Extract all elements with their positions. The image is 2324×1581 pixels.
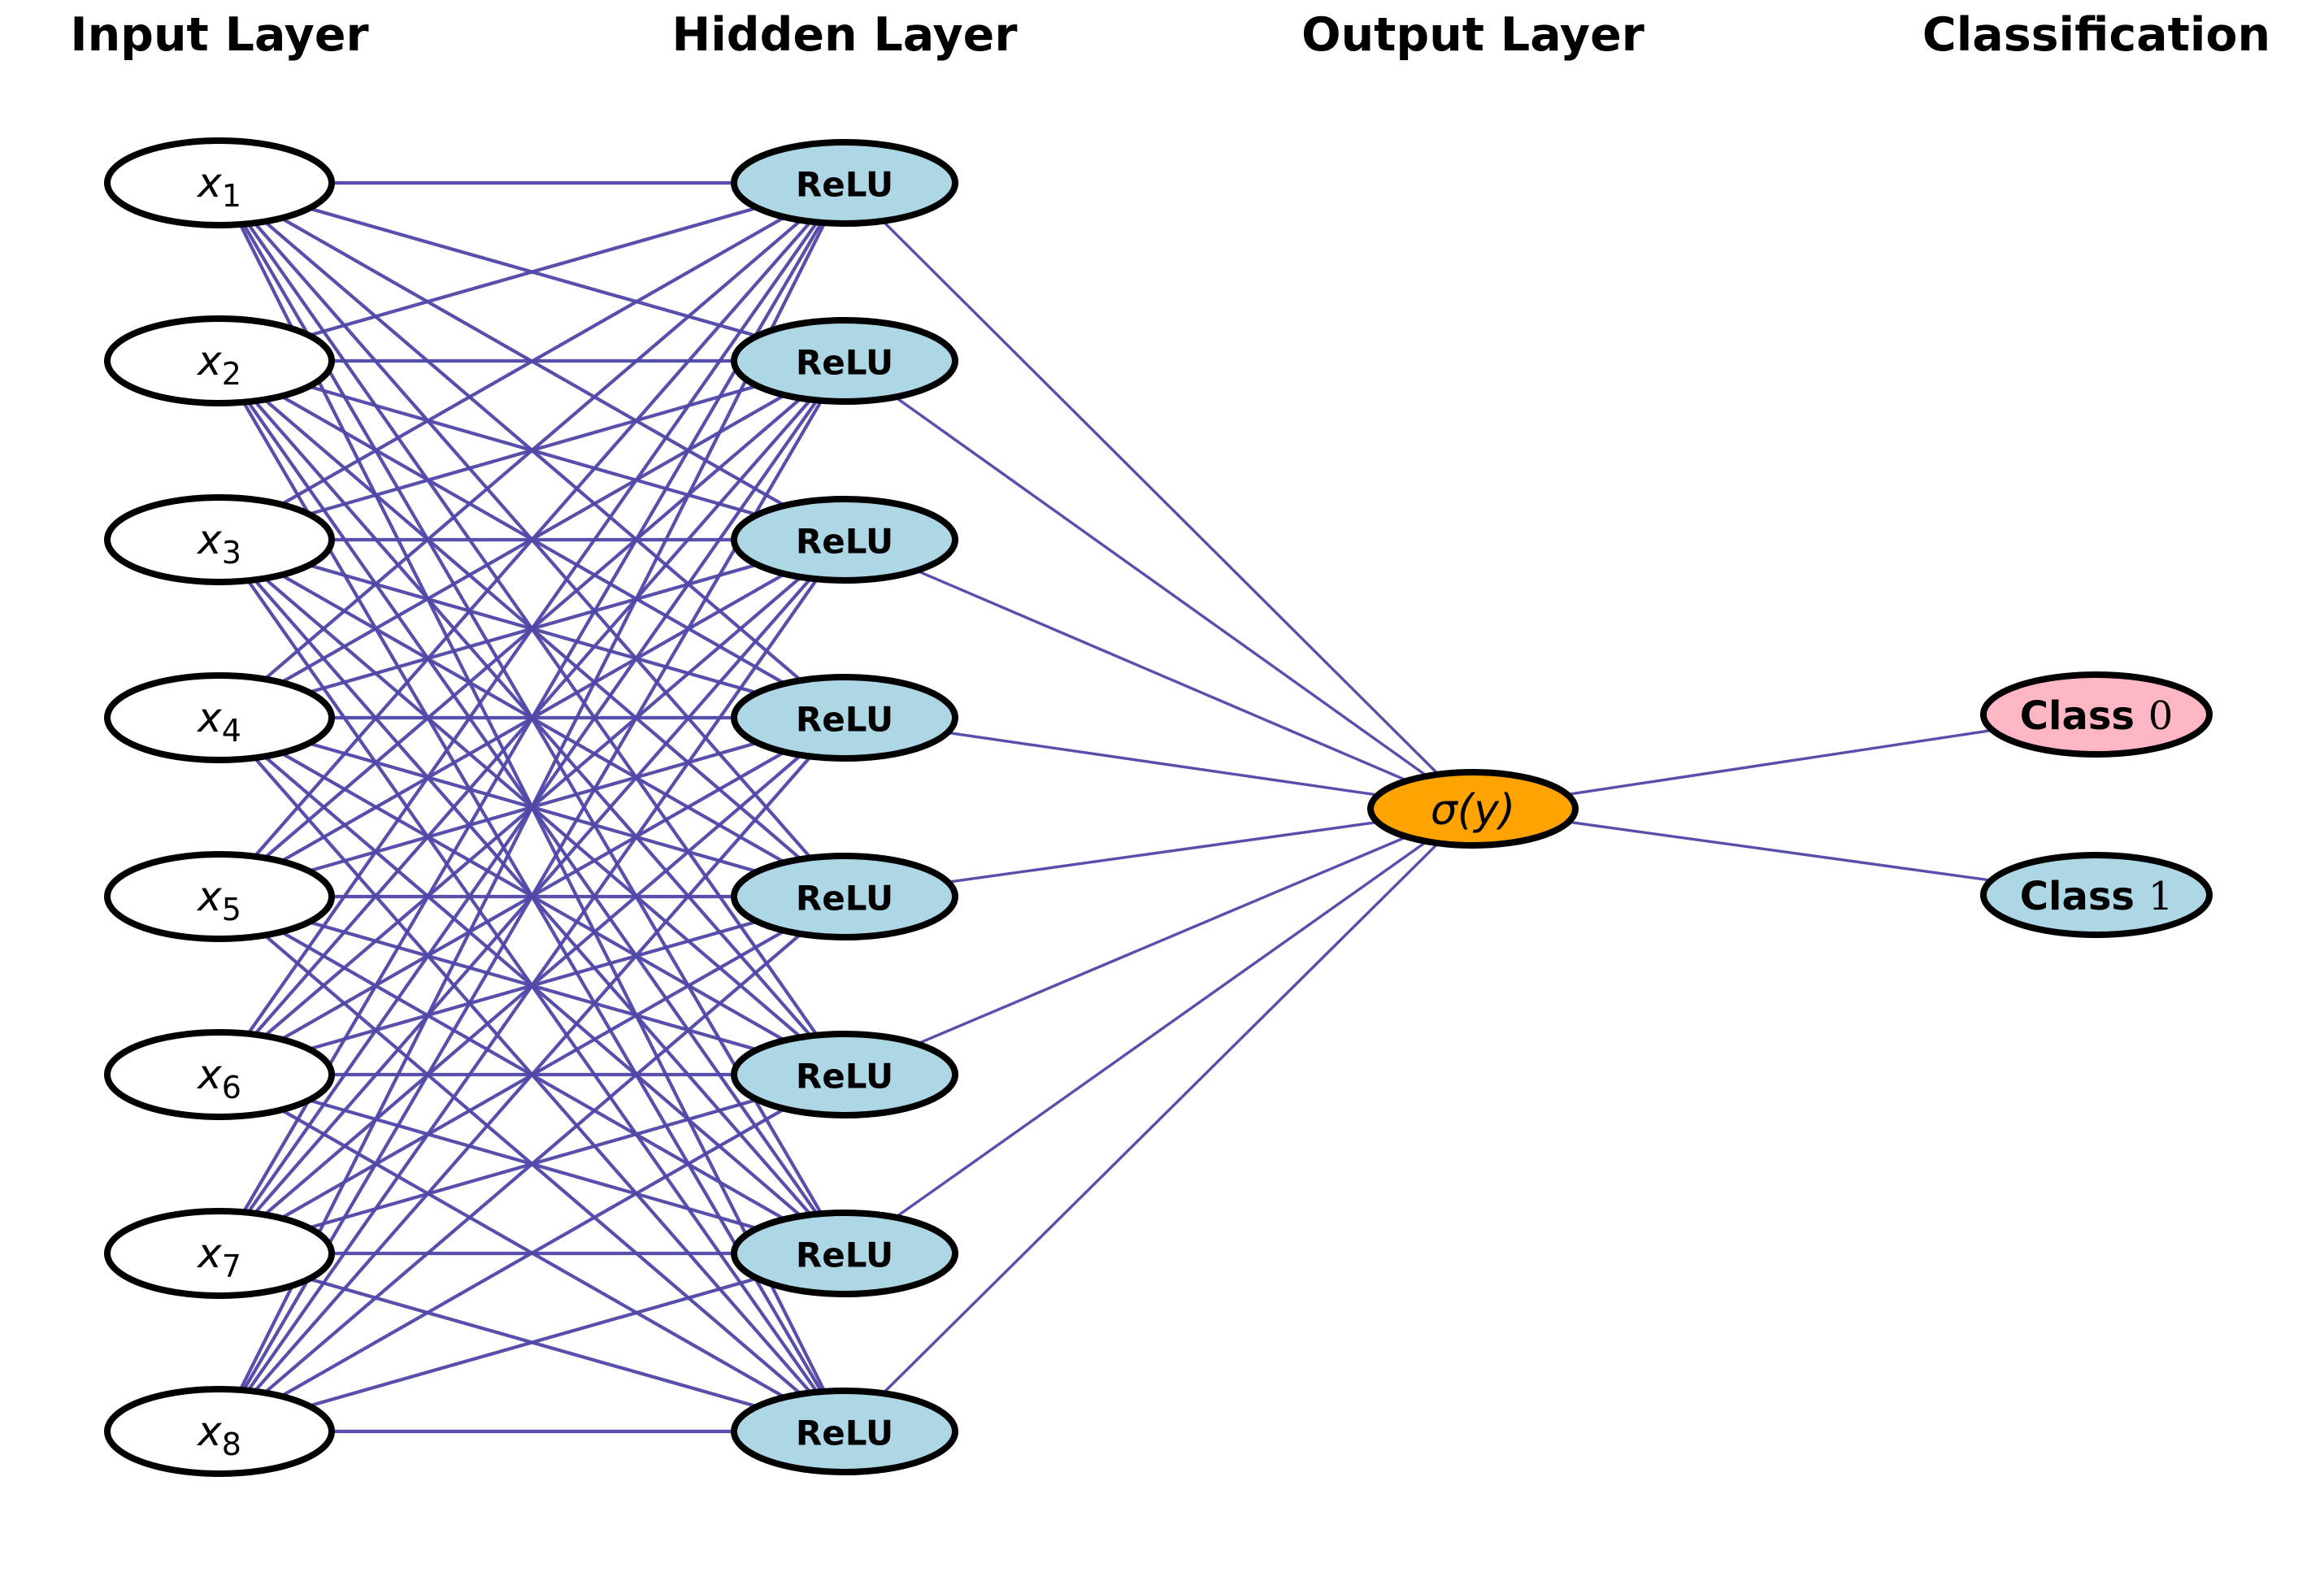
input-node-label-x5: x5 xyxy=(196,873,241,927)
hidden-layer-nodes: ReLU ReLU ReLU ReLU ReLU ReLU ReLU ReLU xyxy=(731,139,958,1475)
hidden-node-label-h4: ReLU xyxy=(796,700,893,740)
connection-edge xyxy=(881,219,1440,775)
layer-title-output-layer: Output Layer xyxy=(1301,8,1644,62)
input-node-label-x3: x3 xyxy=(196,516,241,571)
classification-node-label-c1: Class 1 xyxy=(2020,874,2173,919)
edges-input-to-hidden xyxy=(238,180,827,1434)
input-node-x8[interactable] xyxy=(104,1386,335,1477)
layer-title-hidden-layer: Hidden Layer xyxy=(672,8,1018,62)
connection-edge xyxy=(1568,820,1992,882)
input-node-x4[interactable] xyxy=(104,672,335,763)
connection-edge xyxy=(916,835,1408,1045)
connection-edge xyxy=(241,221,823,1214)
input-node-label-x2: x2 xyxy=(196,337,241,392)
connection-edge xyxy=(894,396,1428,778)
connection-edge xyxy=(308,1276,758,1408)
hidden-node-h6[interactable] xyxy=(731,1031,958,1118)
classification-node-label-c0: Class 0 xyxy=(2020,693,2173,739)
input-node-label-x1: x1 xyxy=(196,159,241,214)
hidden-node-h1[interactable] xyxy=(731,139,958,227)
hidden-node-label-h2: ReLU xyxy=(796,343,893,383)
connection-edge xyxy=(263,219,802,681)
input-node-x1[interactable] xyxy=(104,137,335,228)
input-node-x3[interactable] xyxy=(104,494,335,585)
connection-edge xyxy=(241,399,823,1392)
hidden-node-label-h8: ReLU xyxy=(796,1414,893,1453)
output-layer-nodes: σ(y) xyxy=(1367,769,1579,849)
input-node-label-x6: x6 xyxy=(196,1051,241,1105)
input-node-x5[interactable] xyxy=(104,851,335,942)
input-layer-nodes: x1 x2 x3 x4 x5 x6 x7 x8 xyxy=(104,137,335,1477)
connection-edge xyxy=(947,731,1379,797)
connection-edge xyxy=(947,820,1378,884)
input-node-x7[interactable] xyxy=(104,1208,335,1299)
edges-hidden-to-output xyxy=(881,219,1440,1395)
hidden-node-label-h7: ReLU xyxy=(796,1236,893,1275)
hidden-node-h4[interactable] xyxy=(731,674,958,762)
layer-title-input-layer: Input Layer xyxy=(70,8,368,62)
classification-layer-nodes: Class 0 Class 1 xyxy=(1980,671,2213,938)
hidden-node-h8[interactable] xyxy=(731,1388,958,1475)
connection-edge xyxy=(894,840,1428,1219)
connection-edge xyxy=(246,578,819,1392)
connection-edge xyxy=(280,1107,786,1398)
connection-edge xyxy=(280,215,786,506)
connection-edge xyxy=(253,755,812,1393)
input-node-label-x4: x4 xyxy=(196,694,241,749)
output-node-label-o1: σ(y) xyxy=(1431,786,1515,835)
connection-edge xyxy=(246,221,819,1035)
hidden-node-h3[interactable] xyxy=(731,496,958,584)
classification-node-c1[interactable] xyxy=(1980,852,2213,938)
hidden-node-h7[interactable] xyxy=(731,1210,958,1297)
input-node-x6[interactable] xyxy=(104,1029,335,1120)
connection-edge xyxy=(253,220,812,858)
input-node-label-x8: x8 xyxy=(196,1408,241,1462)
connection-edge xyxy=(238,222,827,1391)
connection-edge xyxy=(882,842,1440,1395)
classification-node-c0[interactable] xyxy=(1980,671,2213,758)
input-node-x2[interactable] xyxy=(104,315,335,406)
hidden-node-h2[interactable] xyxy=(731,317,958,405)
hidden-node-label-h3: ReLU xyxy=(796,522,893,562)
connection-edge xyxy=(263,932,802,1395)
connection-edge xyxy=(1566,728,1993,797)
hidden-node-label-h5: ReLU xyxy=(796,879,893,919)
layer-title-classification: Classification xyxy=(1922,8,2270,62)
edges-output-to-classification xyxy=(1566,728,1993,882)
input-node-label-x7: x7 xyxy=(196,1230,241,1284)
output-node-o1[interactable] xyxy=(1367,769,1579,849)
hidden-node-label-h1: ReLU xyxy=(796,165,893,205)
layer-titles: Input Layer Hidden Layer Output Layer Class… xyxy=(70,8,2270,62)
hidden-node-label-h6: ReLU xyxy=(796,1057,893,1097)
connection-edge xyxy=(308,206,758,337)
hidden-node-h5[interactable] xyxy=(731,853,958,940)
connection-edge xyxy=(915,569,1408,783)
